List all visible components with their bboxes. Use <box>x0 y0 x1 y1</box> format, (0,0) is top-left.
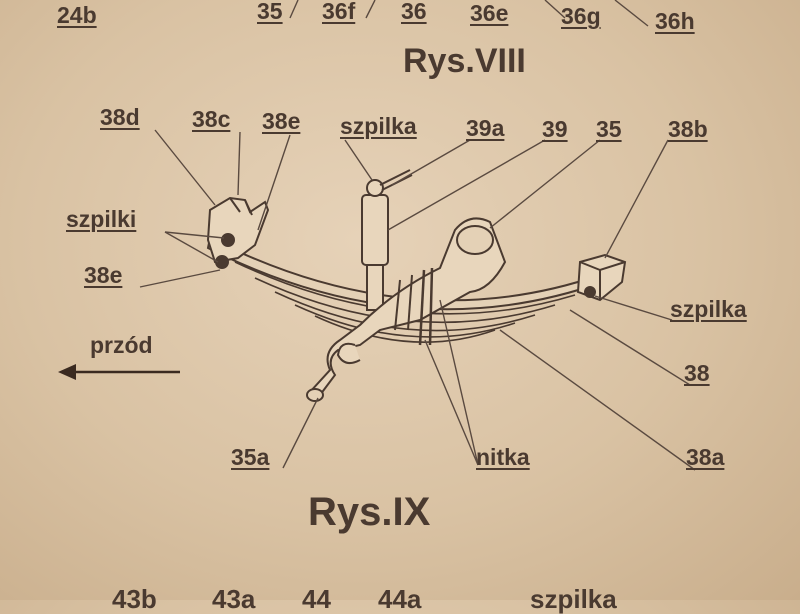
label-43b: 43b <box>112 584 157 614</box>
label-38c: 38c <box>192 106 231 132</box>
leader-35a <box>282 397 319 469</box>
rear-shackle <box>576 253 627 302</box>
label-szpilka-right: szpilka <box>670 296 747 322</box>
label-szpilka-top: szpilka <box>340 113 417 139</box>
leader-35-top <box>289 0 299 19</box>
label-39: 39 <box>542 116 568 142</box>
axle <box>306 217 507 402</box>
label-szpilki: szpilki <box>66 206 137 232</box>
leader-36f <box>365 0 376 19</box>
label-44: 44 <box>302 584 331 614</box>
label-38: 38 <box>684 360 710 386</box>
leader-38 <box>569 309 691 386</box>
label-38a: 38a <box>686 444 725 470</box>
front-shackle <box>206 196 270 269</box>
figure-title-viii: Rys.VIII <box>403 42 526 80</box>
leader-szpilki-2 <box>164 231 219 263</box>
figure-title-ix: Rys.IX <box>308 490 431 534</box>
label-38d: 38d <box>100 104 140 130</box>
leader-36g <box>544 0 566 19</box>
leader-szpilka-top <box>344 139 373 181</box>
leader-38d <box>154 129 216 206</box>
label-36h: 36h <box>655 8 695 34</box>
label-36g: 36g <box>561 3 601 29</box>
leader-38b <box>604 139 669 259</box>
leader-nitka-1 <box>424 339 479 466</box>
label-36: 36 <box>401 0 427 24</box>
leader-38e-top <box>257 134 291 231</box>
leader-38c <box>237 131 241 196</box>
leader-38e-left <box>139 269 221 288</box>
label-24b: 24b <box>57 2 97 28</box>
label-35: 35 <box>596 116 622 142</box>
label-39a: 39a <box>466 115 505 141</box>
label-35a: 35a <box>231 444 270 470</box>
label-36f: 36f <box>322 0 356 24</box>
leader-35 <box>489 139 601 229</box>
label-przod: przód <box>90 332 153 358</box>
shock-absorber <box>361 169 413 311</box>
leader-szpilki-1 <box>164 231 225 239</box>
label-36e: 36e <box>470 0 509 26</box>
leader-39a <box>391 139 471 186</box>
technical-drawing <box>58 0 696 471</box>
label-44a: 44a <box>378 584 422 614</box>
leader-38a <box>499 329 696 471</box>
leader-36h <box>614 0 649 27</box>
leaf-spring <box>206 236 605 343</box>
label-38b: 38b <box>668 116 708 142</box>
label-35-top: 35 <box>257 0 283 24</box>
front-arrow-head <box>58 364 76 380</box>
leader-nitka-2 <box>439 299 479 466</box>
label-nitka: nitka <box>476 444 530 470</box>
label-38e-left: 38e <box>84 262 123 288</box>
label-38e-top: 38e <box>262 108 301 134</box>
label-43a: 43a <box>212 584 256 614</box>
label-szpilka-bottom: szpilka <box>530 584 617 614</box>
leader-39 <box>387 139 546 231</box>
leader-szpilka-right <box>594 295 673 321</box>
